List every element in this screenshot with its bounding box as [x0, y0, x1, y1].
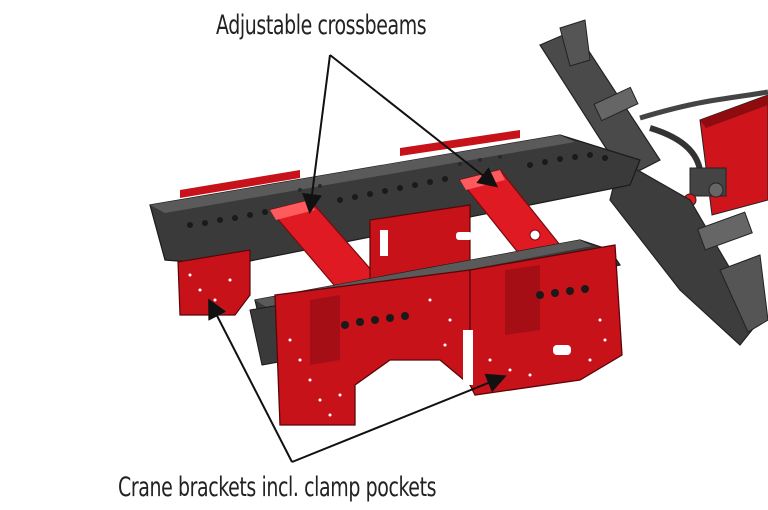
frame-member-rear	[149, 130, 641, 266]
callout-lines-crossbeams	[302, 54, 499, 214]
crane-bracket-front-right	[463, 244, 623, 396]
crane-bracket-front-left	[274, 269, 471, 426]
brackets-label: Crane brackets incl. clamp pockets	[118, 472, 437, 503]
rear-frame-extension	[539, 19, 768, 346]
callout-lines-brackets	[208, 298, 507, 463]
crossbeams-label: Adjustable crossbeams	[216, 10, 427, 41]
crane-bracket-rear-left	[177, 249, 251, 316]
